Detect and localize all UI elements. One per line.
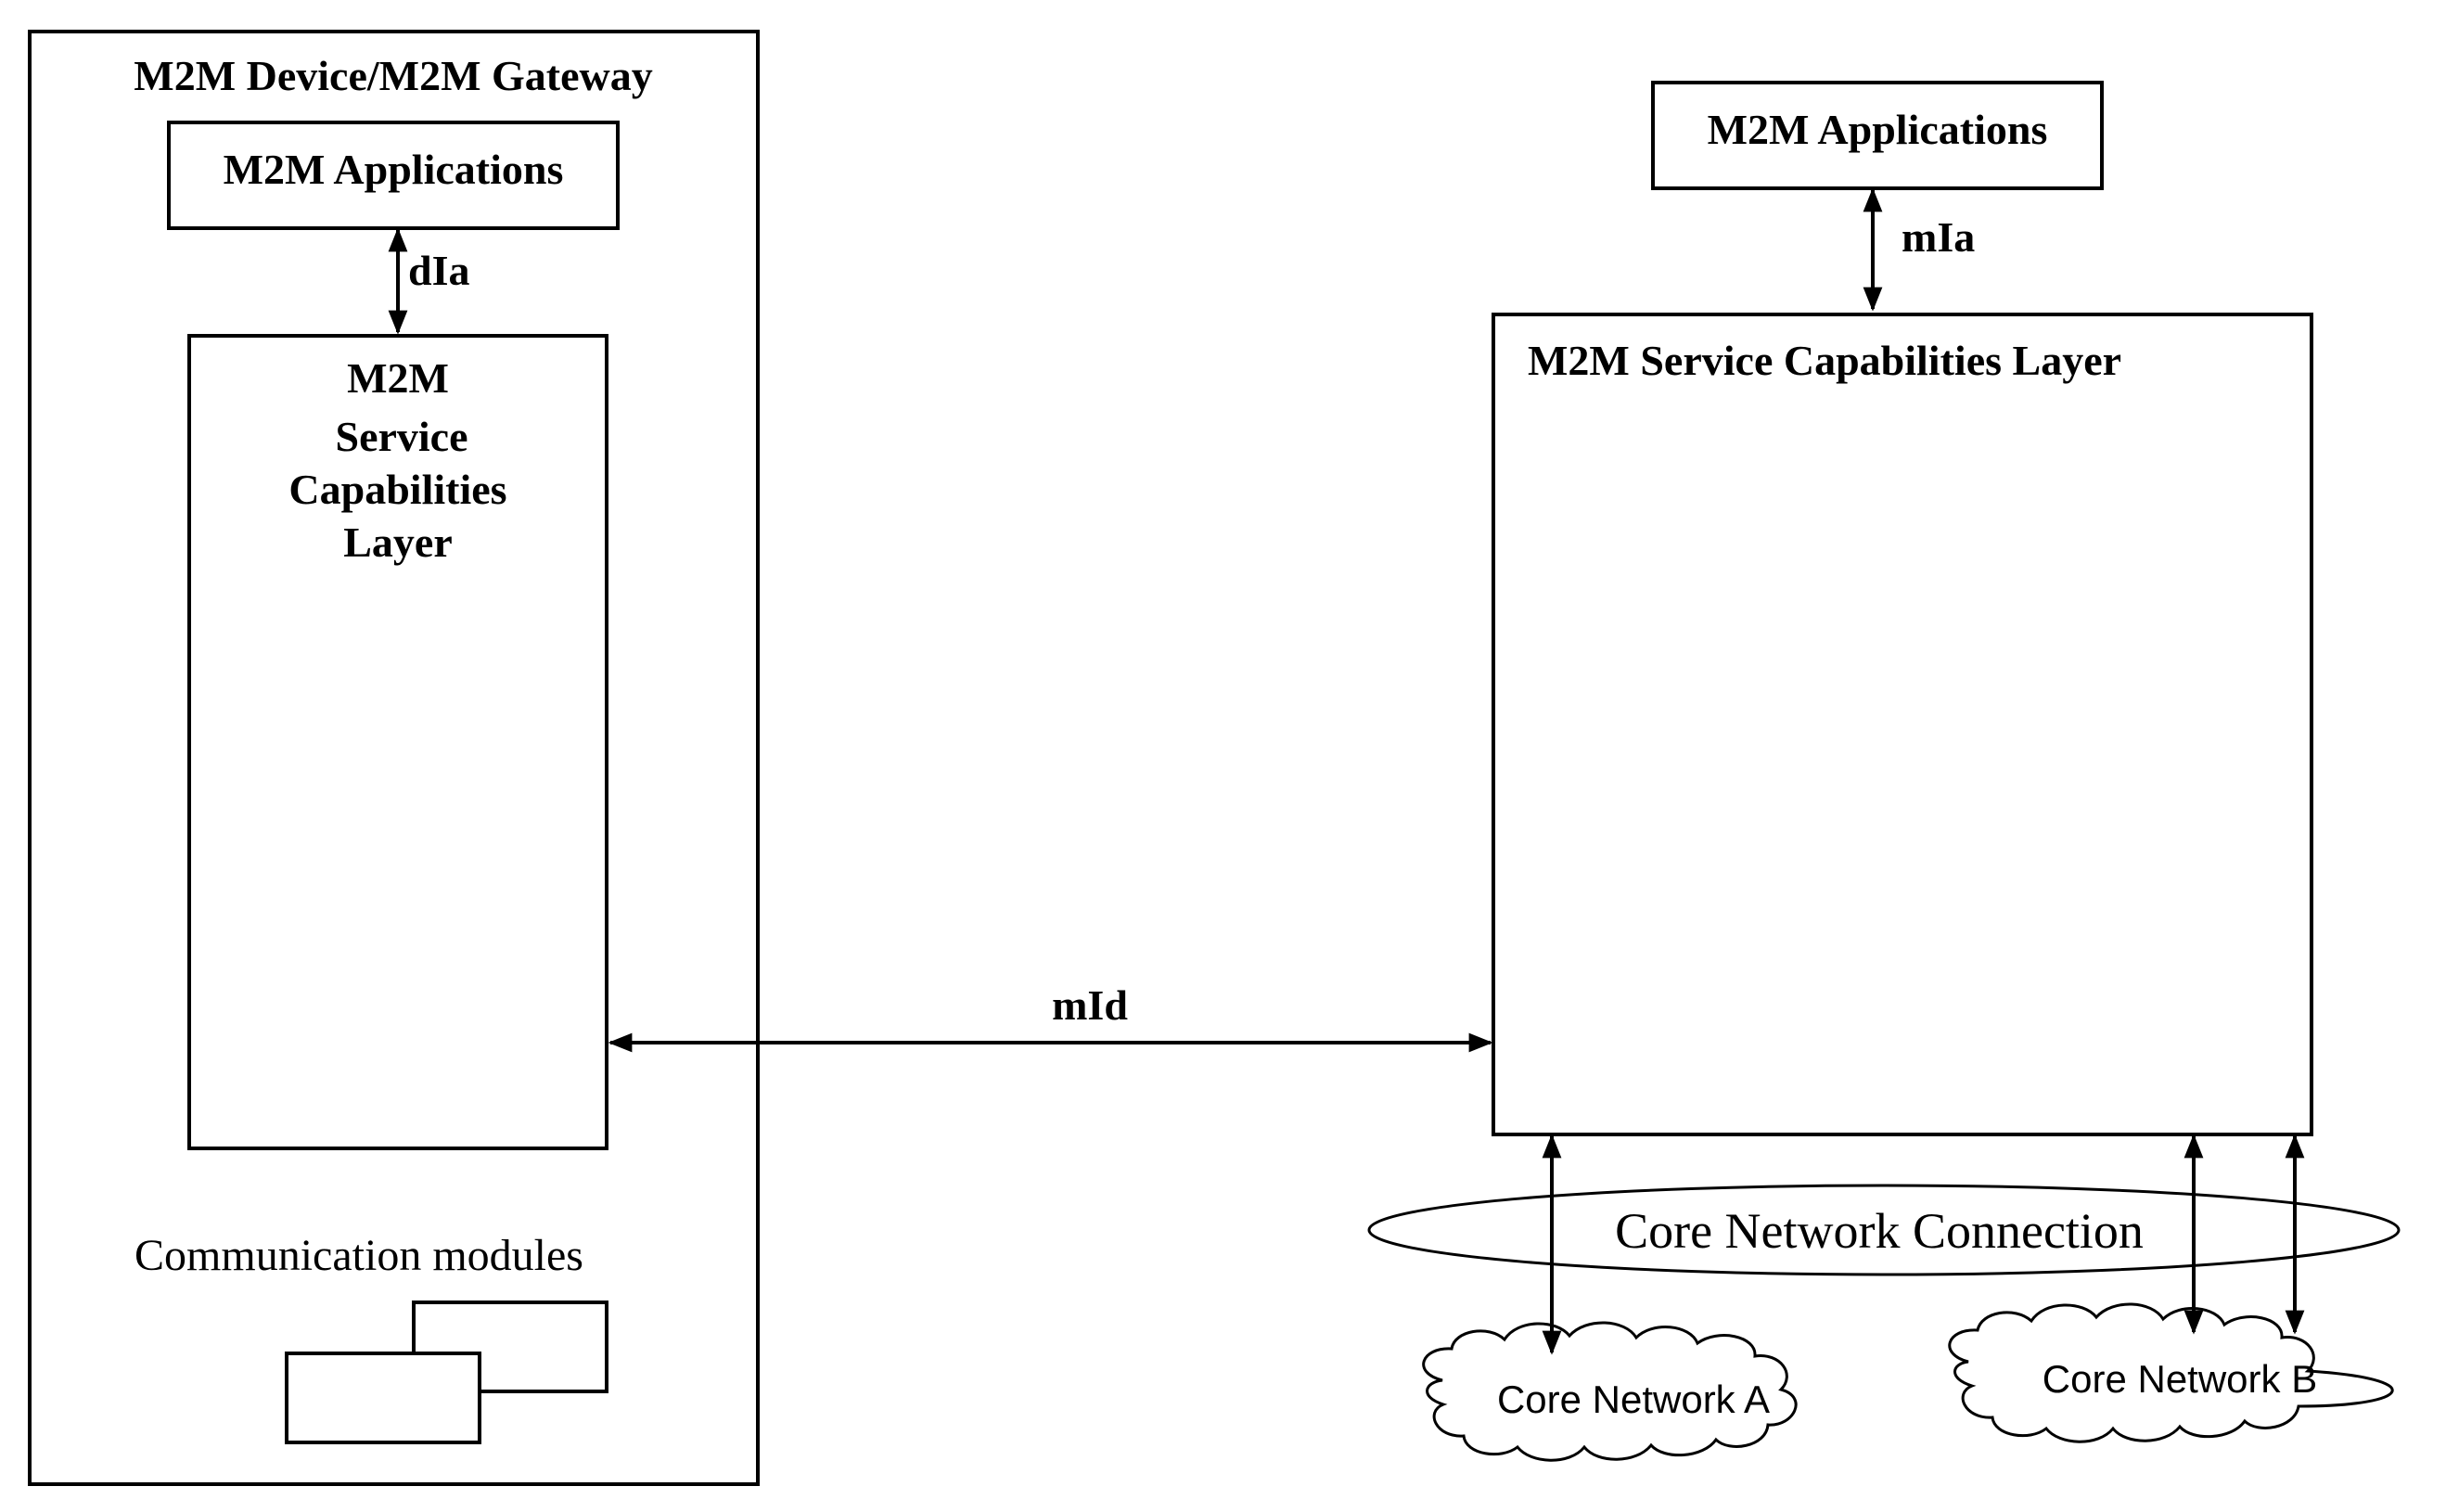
core-network-a-label: Core Network A	[1497, 1377, 1770, 1421]
core-network-connection-ellipse	[1367, 1184, 2401, 1276]
device-applications-label: M2M Applications	[224, 146, 564, 193]
core-network-b-label: Core Network B	[2043, 1357, 2317, 1401]
dia-interface-label: dIa	[408, 247, 469, 294]
core-network-a-cloud	[1422, 1321, 1798, 1462]
mid-interface-label: mId	[1052, 981, 1128, 1029]
device-scl-box	[187, 334, 608, 1150]
communication-modules-label: Communication modules	[134, 1231, 583, 1280]
communication-module-front	[285, 1352, 481, 1444]
device-scl-label-line4: Layer	[343, 519, 453, 566]
mia-interface-label: mIa	[1902, 213, 1975, 261]
core-network-b-cloud	[1948, 1302, 2394, 1443]
network-scl-box	[1492, 313, 2313, 1136]
device-scl-label-line2: Service	[335, 413, 467, 460]
network-scl-label: M2M Service Capabilities Layer	[1528, 337, 2121, 384]
device-scl-label-line1: M2M	[347, 354, 449, 402]
core-network-connection-label: Core Network Connection	[1615, 1203, 2144, 1259]
device-scl-label-line3: Capabilities	[288, 466, 506, 513]
device-gateway-box	[28, 30, 760, 1486]
device-gateway-title: M2M Device/M2M Gateway	[134, 52, 652, 99]
network-applications-label: M2M Applications	[1708, 106, 2048, 153]
